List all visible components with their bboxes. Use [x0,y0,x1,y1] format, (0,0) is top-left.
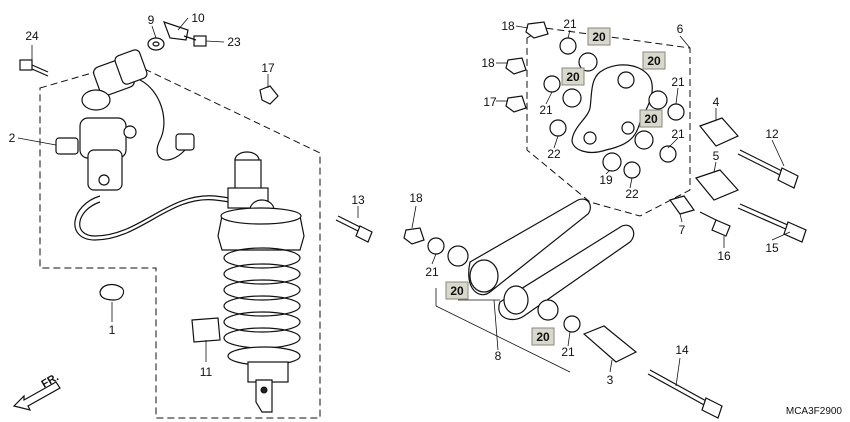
callout-21a: 21 [563,17,577,31]
bolt-12 [737,149,799,189]
shock-tag [191,317,221,343]
rear-shock-absorber [217,151,305,413]
collar-4 [699,117,739,147]
svg-text:20: 20 [450,284,464,298]
collar-17a [259,85,279,105]
shock-arm-bearings [543,37,685,179]
collar-5 [694,169,740,201]
shock-group-outline [39,61,321,419]
callout-21e: 21 [425,265,439,279]
callout-8: 8 [495,349,502,363]
link-rods [468,198,635,321]
callout-16: 16 [717,249,731,263]
boxed-callout-20d: 20 [639,109,663,128]
callout-22a: 22 [547,147,561,161]
bracket-10 [162,21,189,41]
preload-adjuster [55,49,195,191]
callout-18b: 18 [481,56,495,70]
nut-18c [403,227,425,245]
callout-5: 5 [713,149,720,163]
boxed-callout-20c: 20 [561,67,585,86]
callout-19: 19 [599,173,613,187]
callout-18a: 18 [501,19,515,33]
hose-clip [99,283,125,301]
callout-24: 24 [25,29,39,43]
callout-12: 12 [765,127,779,141]
callout-21d: 21 [671,127,685,141]
callout-14: 14 [675,343,689,357]
svg-text:20: 20 [644,112,658,126]
bolt-13 [335,215,373,243]
collar-7 [669,195,695,215]
collar-3 [582,325,638,363]
callout-15: 15 [765,241,779,255]
callout-3: 3 [607,373,614,387]
bolt-23 [183,35,207,47]
nut-18a [525,21,549,39]
callout-4: 4 [713,95,720,109]
bolt-15 [737,203,807,243]
callout-6: 6 [677,22,684,36]
bolt-16 [699,211,731,237]
callout-7: 7 [679,223,686,237]
callout-21b: 21 [539,103,553,117]
callout-21c: 21 [671,75,685,89]
callout-21f: 21 [561,345,575,359]
boxed-callout-20e: 20 [445,281,469,300]
callout-13: 13 [351,193,365,207]
shock-arm-group-outline [526,27,691,217]
callout-17b: 17 [483,95,497,109]
svg-text:20: 20 [647,54,661,68]
nut-18b [505,57,527,75]
washer-9 [147,37,165,51]
callout-18c: 18 [409,191,423,205]
callout-10: 10 [191,11,205,25]
bolt-24 [19,59,49,77]
callout-2: 2 [9,131,16,145]
callout-22b: 22 [625,187,639,201]
boxed-callout-20b: 20 [642,51,666,70]
callout-9: 9 [148,13,155,27]
boxed-callout-20a: 20 [587,27,611,46]
svg-text:20: 20 [566,70,580,84]
diagram-code: MCA3F2900 [786,406,843,417]
nut-17b [505,95,527,113]
boxed-callout-20f: 20 [531,327,555,346]
svg-text:20: 20 [592,30,606,44]
callout-17a: 17 [261,61,275,75]
front-arrow-icon [12,381,61,411]
link-bearings [403,227,581,333]
shock-arm [571,64,653,153]
bolt-14 [647,369,723,419]
callout-11: 11 [200,365,213,379]
callout-1: 1 [109,323,116,337]
leader-lines [17,17,791,387]
svg-text:20: 20 [536,330,550,344]
callout-23: 23 [227,35,241,49]
